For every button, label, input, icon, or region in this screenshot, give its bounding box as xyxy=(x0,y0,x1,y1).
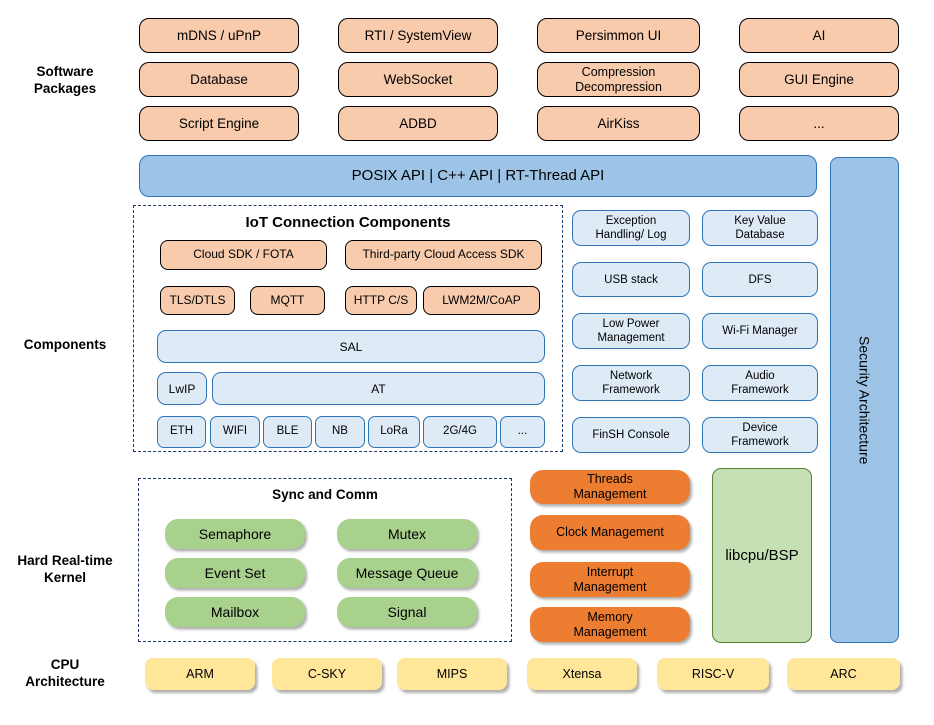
cpu-box: Xtensa xyxy=(527,658,637,690)
management-box: Clock Management xyxy=(530,515,690,550)
sync-comm-title: Sync and Comm xyxy=(272,487,378,502)
cpu-box: C-SKY xyxy=(272,658,382,690)
iot-components-title: IoT Connection Components xyxy=(245,214,451,231)
service-box: Network Framework xyxy=(572,365,690,401)
protocol-box: LWM2M/CoAP xyxy=(423,286,540,315)
package-box: WebSocket xyxy=(338,62,498,97)
service-box: Exception Handling/ Log xyxy=(572,210,690,246)
security-architecture-bar: Security Architecture xyxy=(830,157,899,643)
management-box: Threads Management xyxy=(530,470,690,504)
iot-components-container xyxy=(133,205,563,452)
management-box: Memory Management xyxy=(530,607,690,642)
third-party-cloud-box: Third-party Cloud Access SDK xyxy=(345,240,542,270)
cpu-box: MIPS xyxy=(397,658,507,690)
package-box: Persimmon UI xyxy=(537,18,700,53)
service-box: Wi-Fi Manager xyxy=(702,313,818,349)
package-box: Script Engine xyxy=(139,106,299,141)
sync-box: Mutex xyxy=(337,519,477,549)
cpu-box: ARC xyxy=(787,658,900,690)
service-box: Low Power Management xyxy=(572,313,690,349)
cloud-sdk-box: Cloud SDK / FOTA xyxy=(160,240,327,270)
service-box: Audio Framework xyxy=(702,365,818,401)
service-box: DFS xyxy=(702,262,818,297)
package-box: mDNS / uPnP xyxy=(139,18,299,53)
sal-bar: SAL xyxy=(157,330,545,363)
section-label-software-packages: Software Packages xyxy=(33,64,97,96)
section-label-components: Components xyxy=(23,337,107,352)
package-box: GUI Engine xyxy=(739,62,899,97)
protocol-box: TLS/DTLS xyxy=(160,286,235,315)
section-label-cpu-architecture: CPU Architecture xyxy=(25,657,105,689)
service-box: Key Value Database xyxy=(702,210,818,246)
link-box: BLE xyxy=(263,416,312,448)
sync-box: Signal xyxy=(337,597,477,627)
cpu-box: RISC-V xyxy=(657,658,769,690)
package-box: RTI / SystemView xyxy=(338,18,498,53)
link-box: ETH xyxy=(157,416,206,448)
sync-box: Mailbox xyxy=(165,597,305,627)
package-box: AirKiss xyxy=(537,106,700,141)
link-box: 2G/4G xyxy=(423,416,497,448)
package-box: AI xyxy=(739,18,899,53)
service-box: FinSH Console xyxy=(572,417,690,453)
sync-comm-container xyxy=(138,478,512,642)
protocol-box: HTTP C/S xyxy=(345,286,417,315)
api-bar: POSIX API | C++ API | RT-Thread API xyxy=(139,155,817,197)
at-bar: AT xyxy=(212,372,545,405)
package-box: ... xyxy=(739,106,899,141)
link-box: LoRa xyxy=(368,416,420,448)
cpu-box: ARM xyxy=(145,658,255,690)
link-box: ... xyxy=(500,416,545,448)
sync-box: Event Set xyxy=(165,558,305,588)
protocol-box: MQTT xyxy=(250,286,325,315)
sync-box: Semaphore xyxy=(165,519,305,549)
management-box: Interrupt Management xyxy=(530,562,690,597)
link-box: WIFI xyxy=(210,416,260,448)
sync-box: Message Queue xyxy=(337,558,477,588)
libcpu-bsp-box: libcpu/BSP xyxy=(712,468,812,643)
service-box: USB stack xyxy=(572,262,690,297)
service-box: Device Framework xyxy=(702,417,818,453)
link-box: NB xyxy=(315,416,365,448)
package-box: ADBD xyxy=(338,106,498,141)
package-box: Database xyxy=(139,62,299,97)
package-box: Compression Decompression xyxy=(537,62,700,97)
lwip-box: LwIP xyxy=(157,372,207,405)
section-label-kernel: Hard Real-time Kernel xyxy=(17,553,113,585)
